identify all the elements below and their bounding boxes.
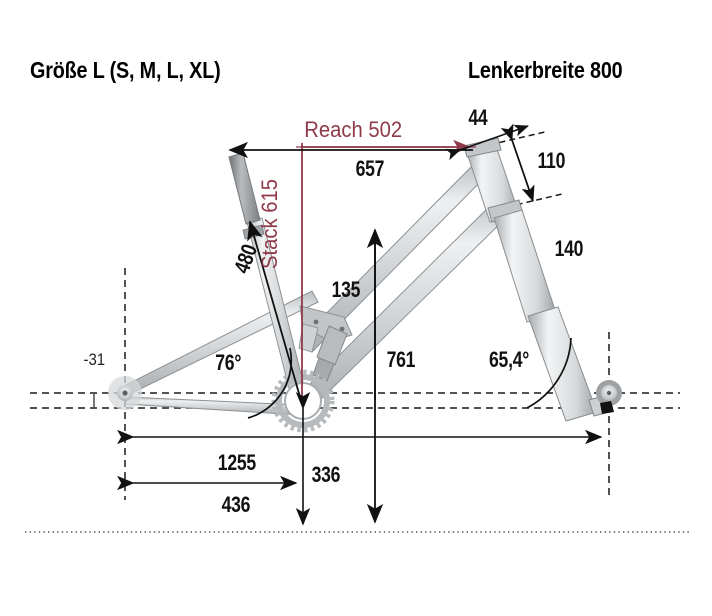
handlebar-width-label: Lenkerbreite 800 [468,57,623,83]
rear-travel-label: 135 [331,277,361,302]
page-title: Größe L (S, M, L, XL) [30,57,221,83]
chainstay-label: 436 [221,492,251,517]
seat-angle-label: 76° [215,350,242,375]
bb-height-label: 336 [311,462,341,487]
fork-stanchion [493,209,557,323]
head-angle-label: 65,4° [489,347,530,372]
head-angle-arc [526,337,572,409]
bike-frame [108,137,622,433]
headtube-label: 110 [537,148,566,173]
standover-label: 761 [386,347,416,372]
bb-drop-label: -31 [83,350,106,369]
seat-angle-arc [247,347,293,419]
rear-shock-body [316,325,348,366]
dimension-lines [117,123,603,526]
fork-offset-label: 44 [468,105,488,130]
rear-axle-center [122,390,128,396]
headtube-dimension-line [500,123,535,203]
front-axle-center [606,390,612,396]
seat-post [228,152,261,225]
reach-label: Reach 502 [304,117,403,142]
construction-lines [25,131,690,533]
seattube-dimension-line [247,220,303,405]
chainstay [125,396,301,416]
wheelbase-label: 1255 [217,450,256,475]
fork-travel-label: 140 [554,236,584,261]
fork-lower-leg [527,306,598,422]
rocker-pivot-a [313,319,319,325]
shock-yoke [298,323,319,353]
front-contact-marker [600,401,614,414]
rocker-pivot-b [339,326,345,332]
toptube-label: 657 [355,156,385,181]
